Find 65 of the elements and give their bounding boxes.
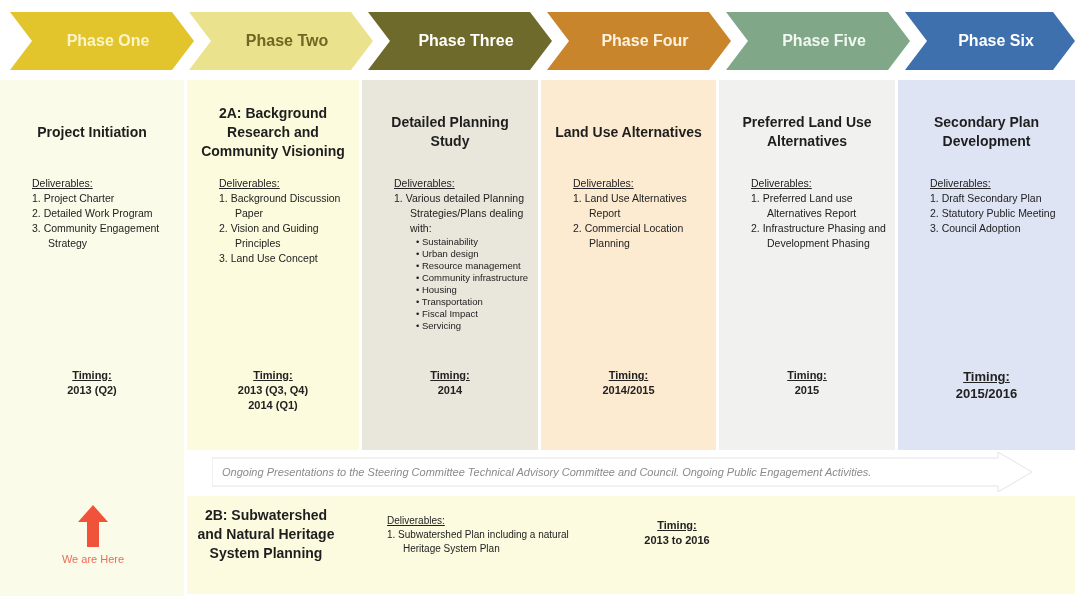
deliverables-label: Deliverables: bbox=[32, 176, 93, 191]
timing-value: 2013 (Q3, Q4) 2014 (Q1) bbox=[236, 383, 310, 413]
here-label: We are Here bbox=[60, 552, 126, 567]
phase-heading: Detailed Planning Study bbox=[390, 113, 510, 151]
phase-title: Phase Three bbox=[417, 31, 514, 51]
deliverable-item: 1. Various detailed Planning Strategies/Plans dealing with: bbox=[394, 191, 525, 236]
bullet-item: • Servicing bbox=[416, 320, 463, 332]
phase-heading: Land Use Alternatives bbox=[555, 122, 702, 142]
phase-heading: Project Initiation bbox=[37, 122, 147, 142]
deliverable-item: 1. Land Use Alternatives Report bbox=[573, 191, 688, 221]
timing-value: 2015 bbox=[794, 383, 820, 398]
phase-heading: Preferred Land Use Alternatives bbox=[741, 113, 873, 151]
phase-panel bbox=[898, 80, 1075, 450]
timing-value: 2014 bbox=[437, 383, 463, 398]
deliverable-item: 2. Infrastructure Phasing and Development Phasing bbox=[751, 221, 887, 251]
timing-label: Timing: bbox=[787, 368, 827, 383]
deliverable-item: 2. Vision and Guiding Principles bbox=[219, 221, 320, 251]
deliverable-item: 3. Council Adoption bbox=[930, 221, 1022, 236]
deliverable-item: 1. Draft Secondary Plan bbox=[930, 191, 1043, 206]
timing-value: 2015/2016 bbox=[955, 385, 1018, 402]
phase-panel bbox=[0, 80, 184, 596]
timing-label: Timing: bbox=[963, 368, 1010, 385]
phase-heading: Secondary Plan Development bbox=[932, 113, 1040, 151]
timing-label: Timing: bbox=[430, 368, 470, 383]
band-heading: 2B: Subwatershed and Natural Heritage System Planning bbox=[196, 506, 336, 563]
bullet-item: • Housing bbox=[416, 284, 458, 296]
deliverables-label: Deliverables: bbox=[387, 514, 445, 528]
deliverables-label: Deliverables: bbox=[219, 176, 280, 191]
phase-title: Phase Six bbox=[957, 31, 1034, 51]
phase-panel bbox=[362, 80, 538, 450]
bullet-item: • Transportation bbox=[416, 296, 484, 308]
phase-title: Phase Two bbox=[244, 31, 329, 51]
deliverables-label: Deliverables: bbox=[394, 176, 455, 191]
timing-label: Timing: bbox=[657, 518, 697, 533]
deliverable-item: 3. Community Engagement Strategy bbox=[32, 221, 161, 251]
phase-panel bbox=[187, 80, 359, 450]
phase-title: Phase Four bbox=[600, 31, 689, 51]
deliverable-item: 1. Background Discussion Paper bbox=[219, 191, 342, 221]
deliverable-item: 2. Detailed Work Program bbox=[32, 206, 154, 221]
deliverable-item: 1. Project Charter bbox=[32, 191, 116, 206]
bullet-item: • Community infrastructure bbox=[416, 272, 530, 284]
phase-title: Phase One bbox=[65, 31, 150, 51]
bullet-item: • Fiscal Impact bbox=[416, 308, 479, 320]
timing-label: Timing: bbox=[253, 368, 293, 383]
timing-value: 2014/2015 bbox=[602, 383, 655, 398]
deliverables-label: Deliverables: bbox=[751, 176, 812, 191]
deliverable-item: 3. Land Use Concept bbox=[219, 251, 319, 266]
deliverable-item: 1. Preferred Land use Alternatives Report bbox=[751, 191, 858, 221]
bullet-item: • Urban design bbox=[416, 248, 480, 260]
phase-band bbox=[187, 496, 1075, 594]
banner-text: Ongoing Presentations to the Steering Committee Technical Advisory Committee and Council. Ongoing Public Engagement Activities. bbox=[221, 464, 872, 480]
timing-value: 2013 to 2016 bbox=[644, 533, 710, 548]
bullet-item: • Sustainability bbox=[416, 236, 479, 248]
bullet-item: • Resource management bbox=[416, 260, 522, 272]
timing-value: 2013 (Q2) bbox=[67, 383, 117, 398]
phase-heading: 2A: Background Research and Community Visioning bbox=[200, 103, 346, 161]
deliverables-label: Deliverables: bbox=[930, 176, 991, 191]
deliverable-item: 2. Commercial Location Planning bbox=[573, 221, 685, 251]
timing-label: Timing: bbox=[608, 368, 649, 383]
phase-panel bbox=[541, 80, 716, 450]
deliverable-item: 1. Subwatershed Plan including a natural Heritage System Plan bbox=[387, 528, 570, 556]
deliverables-label: Deliverables: bbox=[573, 176, 634, 191]
timing-label: Timing: bbox=[72, 368, 112, 383]
phase-title: Phase Five bbox=[781, 31, 866, 51]
deliverable-item: 2. Statutory Public Meeting bbox=[930, 206, 1057, 221]
